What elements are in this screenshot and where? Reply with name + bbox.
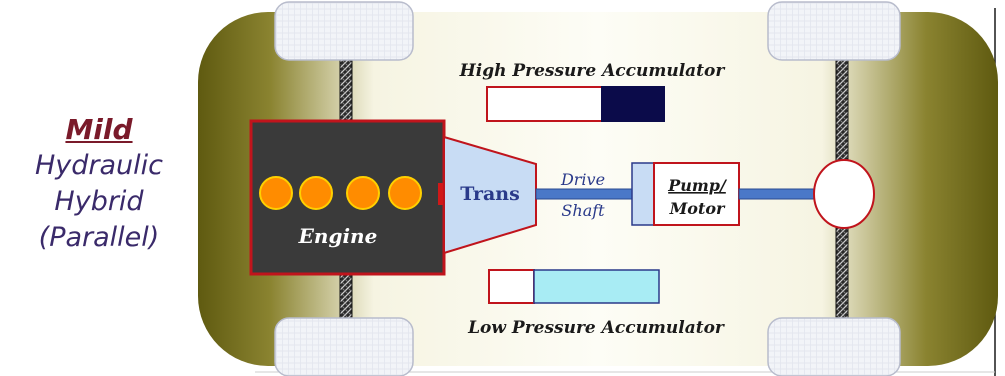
low-pressure-gas-chamber bbox=[488, 269, 535, 304]
high-pressure-gas-chamber bbox=[486, 86, 603, 122]
title-parallel: (Parallel) bbox=[38, 222, 160, 253]
pump-motor-coupling bbox=[631, 162, 655, 226]
rear-right-tire bbox=[767, 317, 901, 376]
rear-drive-shaft bbox=[738, 188, 816, 200]
engine-cylinder-4 bbox=[388, 176, 422, 210]
rear-differential bbox=[813, 159, 875, 229]
pump-label: Pump/ bbox=[667, 176, 728, 195]
engine-label: Engine bbox=[298, 224, 378, 248]
transmission bbox=[443, 135, 537, 255]
engine-cylinder-3 bbox=[346, 176, 380, 210]
drive-label: Drive bbox=[560, 170, 605, 189]
motor-label: Motor bbox=[669, 199, 726, 218]
low-pressure-fluid-chamber bbox=[533, 269, 660, 304]
engine-output-flange bbox=[438, 183, 446, 205]
front-left-tire bbox=[274, 1, 414, 61]
transmission-label: Trans bbox=[460, 183, 520, 205]
drive-shaft bbox=[535, 188, 633, 200]
front-right-tire bbox=[274, 317, 414, 376]
high-pressure-fluid-chamber bbox=[601, 86, 665, 122]
title-hydraulic: Hydraulic bbox=[34, 150, 164, 181]
title-hybrid: Hybrid bbox=[54, 186, 144, 217]
engine-cylinder-1 bbox=[259, 176, 293, 210]
diagram-title: Mild Hydraulic Hybrid (Parallel) bbox=[14, 112, 184, 256]
high-pressure-label: High Pressure Accumulator bbox=[459, 61, 726, 81]
shaft-label: Shaft bbox=[561, 201, 605, 220]
engine-cylinder-2 bbox=[299, 176, 333, 210]
low-pressure-label: Low Pressure Accumulator bbox=[467, 318, 725, 338]
rear-left-tire bbox=[767, 1, 901, 61]
title-mild: Mild bbox=[65, 113, 133, 146]
